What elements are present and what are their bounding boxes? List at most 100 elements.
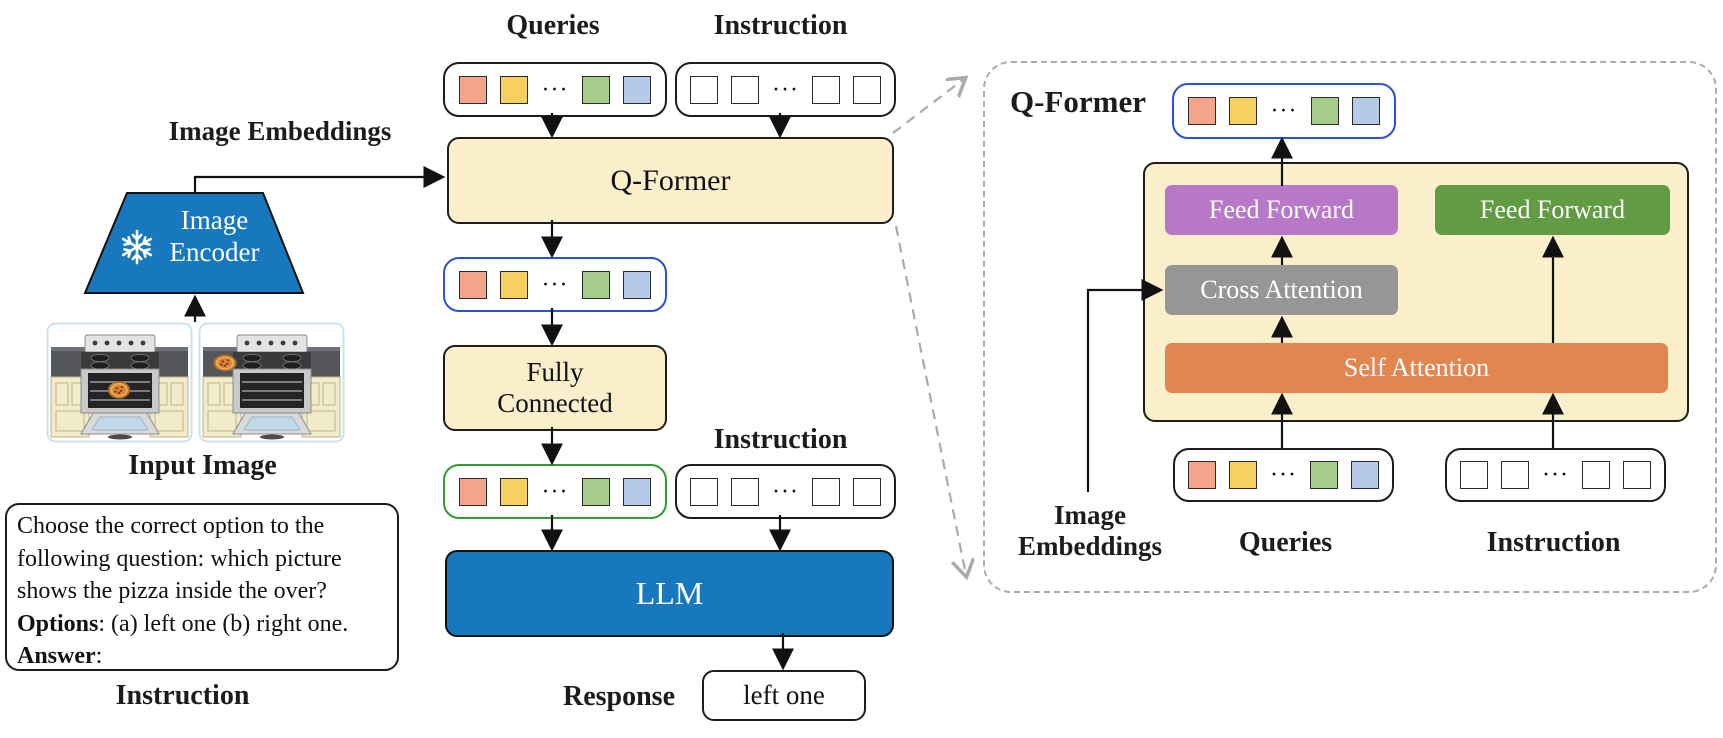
ellipsis: ··· [1270,462,1297,488]
query-token-salmon-icon [458,75,487,104]
instruction-token-icon [731,75,759,104]
llm-box: LLM [445,550,894,637]
query-token-blue-icon [1350,461,1379,489]
input-image-right [198,322,345,443]
image-encoder-line2: Encoder [169,237,260,267]
instruction-line-5: Answer: [17,640,387,673]
panel-image-embeddings-label: Image Embeddings [995,500,1185,562]
ellipsis: ··· [541,478,569,505]
instruction-line-4: Options: (a) left one (b) right one. [17,608,387,641]
input-image-left [46,322,193,443]
options-text: : (a) left one (b) right one. [98,610,349,637]
fully-connected-line2: Connected [497,388,613,418]
query-token-salmon-icon [1188,461,1216,489]
instruction-tokens-mid: ··· [675,464,896,519]
image-embeddings-label: Image Embeddings [168,116,392,146]
panel-queries-tokens: ··· [1173,448,1394,502]
instruction-token-icon [1460,461,1488,489]
feed-forward-left-block: Feed Forward [1165,185,1398,235]
queries-label: Queries [506,10,600,41]
query-token-green-icon [581,75,610,104]
feed-forward-left-label: Feed Forward [1208,195,1355,224]
query-token-green-icon [581,270,610,299]
fully-connected-label: Fully Connected [497,357,612,419]
pizza-on-counter-icon [213,354,237,372]
query-token-yellow-icon [500,270,528,299]
query-token-green-icon [581,477,610,506]
instruction-text-box: Choose the correct option to the followi… [5,503,399,671]
query-token-salmon-icon [1187,97,1216,125]
ellipsis: ··· [541,76,569,103]
qformer-detail-panel [983,61,1717,593]
ellipsis: ··· [772,478,799,505]
qformer-panel-title: Q-Former [1010,84,1146,119]
query-token-yellow-icon [1229,461,1257,489]
ellipsis: ··· [1270,98,1298,124]
answer-text: : [95,643,103,669]
input-image-label: Input Image [128,450,277,481]
query-token-salmon-icon [458,270,487,299]
query-token-yellow-icon [1229,97,1257,125]
instruction-token-icon [852,477,881,506]
instruction-token-icon [811,75,840,104]
ellipsis: ··· [1542,462,1569,488]
feed-forward-right-label: Feed Forward [1479,195,1626,224]
qformer-output-tokens: ··· [443,257,667,312]
response-box: left one [702,670,866,721]
panel-query-output-tokens: ··· [1172,83,1396,139]
fc-output-tokens: ··· [443,464,667,519]
qformer-box: Q-Former [447,137,894,224]
qformer-box-label: Q-Former [610,163,731,197]
response-label: Response [562,681,675,712]
query-token-yellow-icon [500,477,528,506]
image-encoder-label: Image Encoder [152,204,277,268]
query-token-blue-icon [623,477,652,506]
instruction-label-mid: Instruction [713,424,848,455]
fully-connected-line1: Fully [526,356,584,387]
panel-instruction-tokens: ··· [1445,448,1666,502]
queries-tokens: ··· [443,62,667,117]
dashed-connector-bottom [894,225,966,575]
instruction-token-icon [1501,461,1529,489]
instruction-caption: Instruction [115,680,250,711]
self-attention-block: Self Attention [1165,343,1668,393]
instruction-token-icon [1581,461,1610,489]
instruction-token-icon [731,477,759,506]
ellipsis: ··· [541,271,569,298]
instruction-token-icon [811,477,840,506]
arrow-image-embeddings-to-qformer [193,166,446,193]
pizza-in-oven-icon [107,381,131,399]
dashed-connector-top [892,79,964,134]
query-token-yellow-icon [500,75,528,104]
panel-image-embeddings-line2: Embeddings [1017,531,1163,561]
instruction-line-3: shows the pizza inside the over? [17,578,327,604]
instruction-token-icon [1622,461,1651,489]
options-keyword: Options [17,610,99,637]
query-token-blue-icon [623,270,652,299]
self-attention-label: Self Attention [1343,353,1490,382]
query-token-blue-icon [623,75,652,104]
instruction-tokens: ··· [675,62,896,117]
query-token-green-icon [1310,97,1339,125]
ellipsis: ··· [772,76,799,103]
fully-connected-box: Fully Connected [443,345,667,431]
instruction-token-icon [852,75,881,104]
answer-keyword: Answer [17,643,96,669]
panel-image-embeddings-line1: Image [1054,500,1126,530]
instruction-label-top: Instruction [713,10,848,41]
instruction-line-1: Choose the correct option to the [17,513,325,539]
query-token-blue-icon [1352,97,1381,125]
feed-forward-right-block: Feed Forward [1435,185,1670,235]
query-token-green-icon [1309,461,1338,489]
cross-attention-label: Cross Attention [1200,275,1363,304]
response-value: left one [743,680,825,710]
instruction-line-2: following question: which picture [17,545,342,572]
instruction-token-icon [690,75,718,104]
snowflake-icon [121,231,153,263]
cross-attention-block: Cross Attention [1165,265,1398,315]
panel-queries-label: Queries [1238,527,1333,558]
image-encoder-line1: Image [180,205,249,235]
query-token-salmon-icon [458,477,487,506]
instruction-token-icon [690,477,718,506]
